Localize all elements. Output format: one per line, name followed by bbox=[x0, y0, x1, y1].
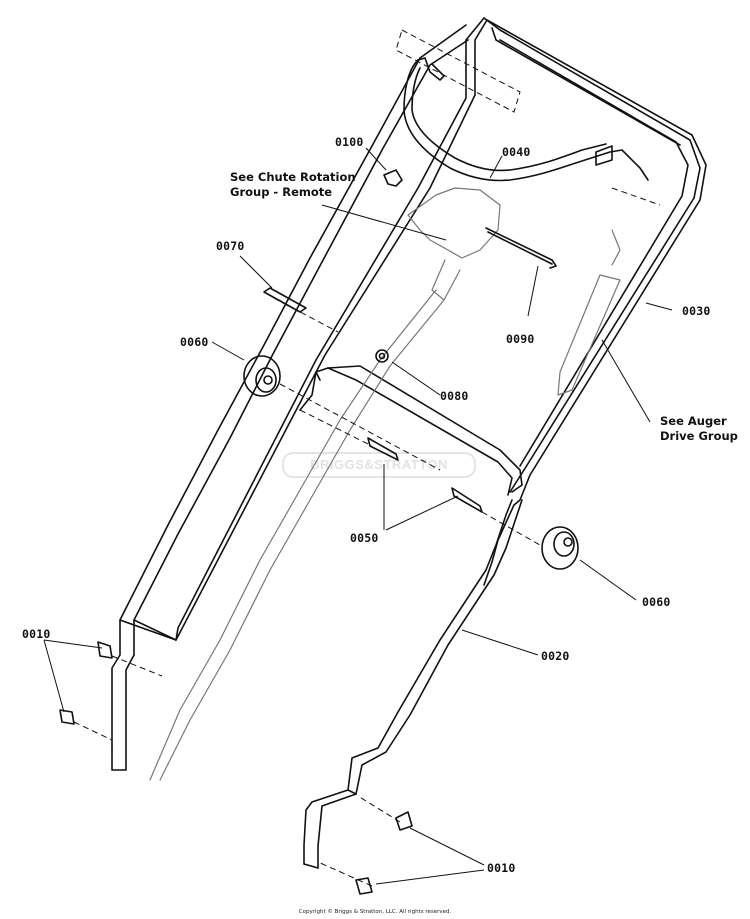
callout-0060-right: 0060 bbox=[642, 595, 671, 609]
callout-0070: 0070 bbox=[216, 239, 245, 253]
hardware bbox=[59, 169, 579, 895]
brand-watermark: BRIGGS&STRATTON bbox=[282, 452, 476, 478]
callout-0060-left: 0060 bbox=[180, 335, 209, 349]
chute-control-assembly bbox=[149, 187, 621, 781]
callout-0090: 0090 bbox=[506, 332, 535, 346]
lower-handle-0020 bbox=[303, 499, 523, 869]
callout-0100: 0100 bbox=[335, 135, 364, 149]
copyright-notice: Copyright © Briggs & Stratton, LLC. All … bbox=[298, 909, 452, 915]
callout-0020: 0020 bbox=[541, 649, 570, 663]
callout-0010-left: 0010 bbox=[22, 627, 51, 641]
note-auger-drive-line1: See Auger bbox=[660, 414, 727, 428]
callout-0080: 0080 bbox=[440, 389, 469, 403]
upper-handle-0030 bbox=[111, 17, 707, 771]
shift-rod-0040 bbox=[403, 57, 649, 182]
callout-0010-right: 0010 bbox=[487, 861, 516, 875]
note-chute-rotation-line1: See Chute Rotation bbox=[230, 170, 356, 184]
callout-0030: 0030 bbox=[682, 304, 711, 318]
note-chute-rotation-line2: Group - Remote bbox=[230, 185, 333, 199]
note-auger-drive-line2: Drive Group bbox=[660, 429, 738, 443]
callout-0050: 0050 bbox=[350, 531, 379, 545]
callout-0040: 0040 bbox=[502, 145, 531, 159]
upper-crossbar bbox=[299, 365, 523, 496]
